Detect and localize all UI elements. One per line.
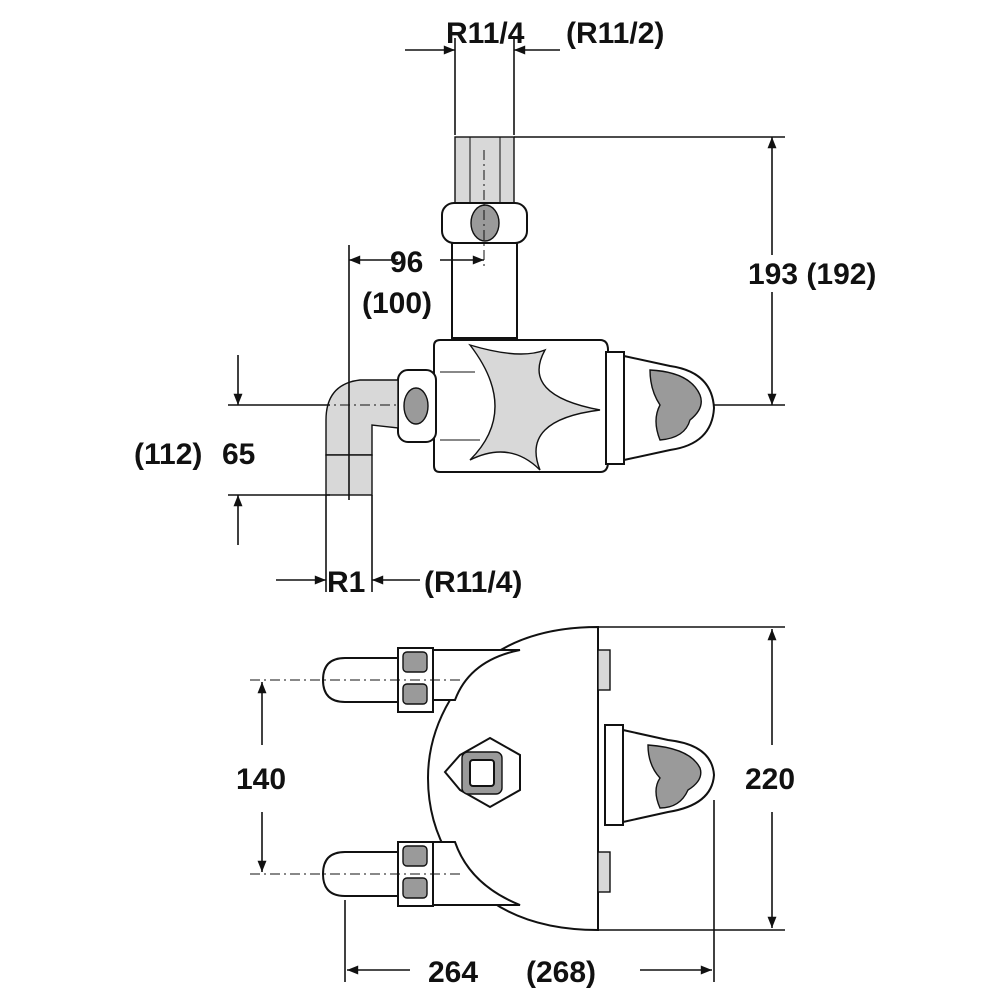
- front-view: 140 220 264 (268): [236, 625, 795, 989]
- vertical-label: 65: [222, 438, 255, 471]
- offset-alt-label: (100): [362, 287, 432, 320]
- elbow-pipe: [325, 379, 399, 456]
- side-height-label: 193 (192): [748, 258, 876, 291]
- lower-inlet-cap: [321, 851, 401, 897]
- width-alt-label: (268): [526, 956, 596, 989]
- top-thread-alt-label: (R11/2): [566, 17, 664, 50]
- front-scale-ring: [604, 724, 624, 826]
- width-label: 264: [428, 956, 478, 989]
- upper-inlet-cap: [321, 657, 401, 703]
- offset-label: 96: [390, 246, 423, 279]
- scale-ring: [605, 351, 625, 465]
- vertical-alt-label: (112): [134, 438, 202, 471]
- front-height-label: 220: [745, 763, 795, 796]
- bottom-thread-label: R1: [327, 566, 365, 599]
- top-thread-label: R11/4: [446, 17, 525, 50]
- inlet-spacing-label: 140: [236, 763, 286, 796]
- side-view: R11/4 (R11/2) 96 (100) 193 (192): [134, 17, 876, 599]
- bottom-thread-alt-label: (R11/4): [424, 566, 522, 599]
